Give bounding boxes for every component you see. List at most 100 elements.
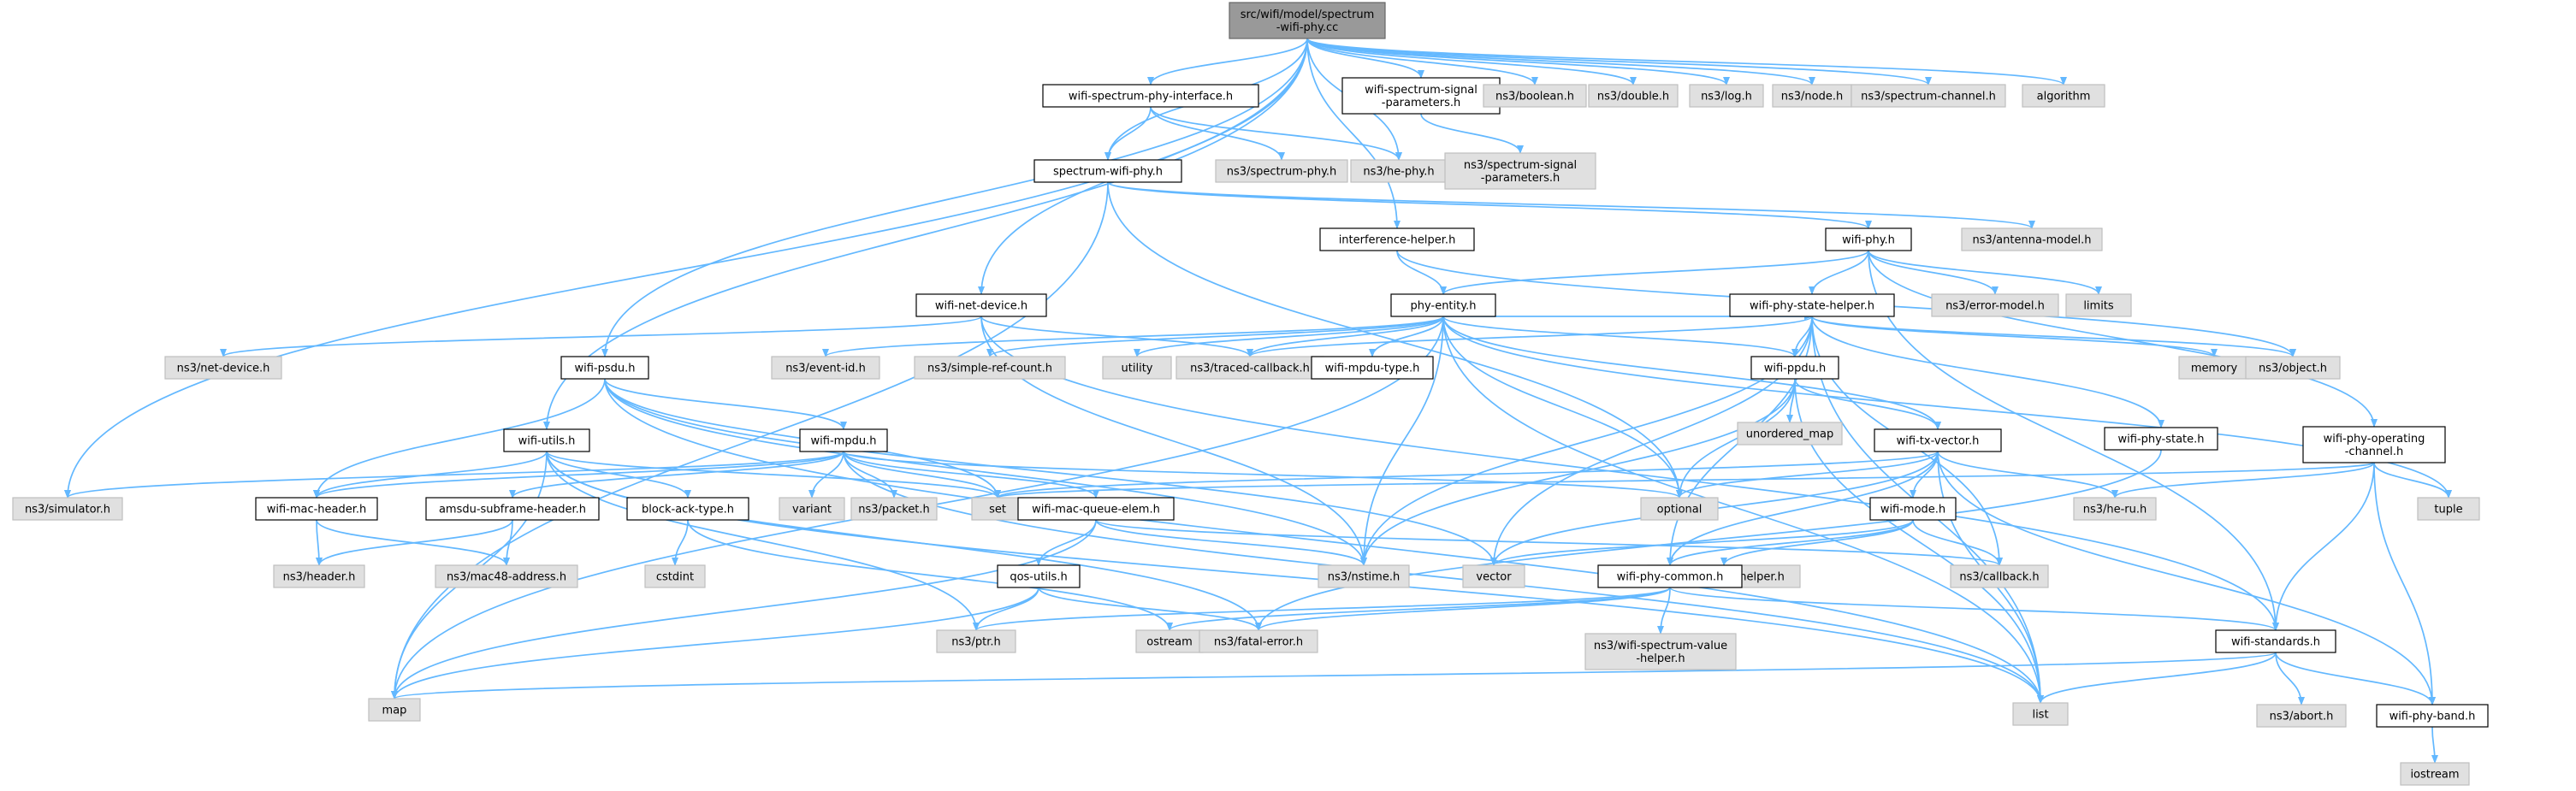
node-label: -parameters.h (1481, 172, 1560, 185)
node-wmh[interactable]: wifi-mac-header.h (255, 497, 378, 521)
edge-root-to-wspi (1147, 38, 1308, 86)
node-wspi[interactable]: wifi-spectrum-phy-interface.h (1042, 84, 1259, 108)
edge-pe-to-evid (822, 316, 1444, 357)
edge-amsdu-to-hdr (316, 519, 513, 566)
node-label: wifi-phy-common.h (1617, 571, 1724, 584)
node-wmqe[interactable]: wifi-mac-queue-elem.h (1017, 497, 1175, 521)
node-label: set (989, 504, 1006, 517)
node-wphy[interactable]: wifi-phy.h (1825, 227, 1912, 251)
node-box (2245, 356, 2341, 380)
edge-pe-to-wtxv (1442, 316, 1941, 430)
node-label: ns3/spectrum-phy.h (1227, 166, 1337, 179)
edge-wmode-to-attrh (1720, 519, 1914, 566)
edge-wtxv-to-wpb (1937, 451, 2436, 705)
node-label: spectrum-wifi-phy.h (1053, 166, 1163, 179)
node-hdr: ns3/header.h (273, 564, 365, 588)
node-box (2256, 704, 2347, 728)
node-label: wifi-ppdu.h (1764, 363, 1827, 375)
node-amsdu[interactable]: amsdu-subframe-header.h (425, 497, 600, 521)
node-label: ns3/net-device.h (177, 363, 270, 375)
edge-wpoc-to-tuple (2373, 462, 2452, 499)
node-wpst[interactable]: wifi-phy-state.h (2104, 427, 2218, 451)
node-label: ns3/double.h (1597, 91, 1669, 103)
node-box (1390, 293, 1496, 317)
node-label: ns3/simple-ref-count.h (927, 363, 1052, 375)
node-label: cstdint (656, 571, 694, 584)
node-sim: ns3/simulator.h (12, 497, 123, 521)
edge-root-to-log (1306, 38, 1730, 86)
node-box (850, 497, 938, 521)
node-wpsd[interactable]: wifi-psdu.h (560, 356, 649, 380)
node-box (1640, 497, 1719, 521)
node-wnd[interactable]: wifi-net-device.h (915, 293, 1047, 317)
node-box (1319, 227, 1475, 251)
node-wutil[interactable]: wifi-utils.h (503, 428, 590, 452)
node-wmt[interactable]: wifi-mpdu-type.h (1311, 356, 1434, 380)
node-box (164, 356, 282, 380)
node-opt: optional (1640, 497, 1719, 521)
edge-wpsh-to-tcb (1247, 316, 1813, 357)
node-wssp[interactable]: wifi-spectrum-signal-parameters.h (1341, 77, 1501, 115)
edge-wmpdu-to-opt (843, 451, 1683, 499)
node-bat[interactable]: block-ack-type.h (626, 497, 749, 521)
node-wsvh: ns3/wifi-spectrum-value-helper.h (1584, 633, 1737, 670)
node-swp[interactable]: spectrum-wifi-phy.h (1033, 159, 1182, 183)
edge-wmqe-to-map (391, 519, 1097, 700)
node-box (1931, 293, 2059, 317)
edge-qos-to-ptr (973, 587, 1039, 631)
node-label: wifi-utils.h (518, 435, 576, 448)
edge-ih-to-pe (1396, 250, 1447, 295)
node-box (1199, 629, 1318, 653)
node-list: list (2012, 702, 2069, 726)
node-label: wifi-mac-queue-elem.h (1032, 504, 1160, 517)
node-label: phy-entity.h (1411, 300, 1477, 313)
node-box (2400, 762, 2470, 786)
node-pe[interactable]: phy-entity.h (1390, 293, 1496, 317)
node-wmode[interactable]: wifi-mode.h (1869, 497, 1957, 521)
edge-wpc-to-fatal (1255, 587, 1671, 631)
node-wtxv[interactable]: wifi-tx-vector.h (1874, 428, 2002, 452)
node-obj: ns3/object.h (2245, 356, 2341, 380)
node-limits: limits (2065, 293, 2132, 317)
node-wpsh[interactable]: wifi-phy-state-helper.h (1729, 293, 1895, 317)
node-wppdu[interactable]: wifi-ppdu.h (1750, 356, 1839, 380)
edge-qos-to-map (391, 587, 1039, 700)
node-wstd[interactable]: wifi-standards.h (2215, 629, 2336, 653)
node-qos[interactable]: qos-utils.h (997, 564, 1081, 588)
node-label: wifi-phy-state-helper.h (1750, 300, 1874, 313)
edge-wmqe-to-nstime (1095, 519, 1367, 566)
edge-wpc-to-ostream (1166, 587, 1671, 631)
edge-pe-to-src (986, 316, 1444, 357)
edge-wmpdu-to-wmh (313, 451, 844, 499)
node-box (626, 497, 749, 521)
edge-wstd-to-list (2037, 652, 2277, 704)
node-ostream: ostream (1135, 629, 1204, 653)
node-vector: vector (1462, 564, 1525, 588)
node-wmpdu[interactable]: wifi-mpdu.h (799, 428, 888, 452)
node-label: ns3/simulator.h (25, 504, 110, 517)
node-box (2073, 497, 2157, 521)
node-box (914, 356, 1066, 380)
node-label: unordered_map (1746, 428, 1834, 441)
node-box (1772, 84, 1852, 108)
edge-wtxv-to-opt (1676, 451, 1939, 499)
node-label: interference-helper.h (1339, 234, 1456, 247)
node-label: memory (2191, 363, 2238, 375)
node-label: ns3/antenna-model.h (1973, 234, 2092, 247)
node-box (1689, 84, 1764, 108)
node-label: ns3/mac48-address.h (447, 571, 566, 584)
node-box (2178, 356, 2250, 380)
node-label: ns3/he-ru.h (2083, 504, 2147, 517)
node-wpoc[interactable]: wifi-phy-operating-channel.h (2302, 426, 2446, 463)
edge-root-to-spch (1306, 38, 1932, 86)
edge-wppdu-to-wtxv (1794, 378, 1941, 430)
node-evid: ns3/event-id.h (771, 356, 880, 380)
node-root[interactable]: src/wifi/model/spectrum-wifi-phy.cc (1229, 2, 1386, 39)
edge-wpst-to-fatal (1255, 449, 2162, 631)
node-label: wifi-standards.h (2231, 636, 2320, 649)
node-box (1102, 356, 1172, 380)
node-ih[interactable]: interference-helper.h (1319, 227, 1475, 251)
node-wpb[interactable]: wifi-phy-band.h (2376, 704, 2489, 728)
node-wpc[interactable]: wifi-phy-common.h (1597, 564, 1743, 588)
node-label: block-ack-type.h (642, 504, 734, 517)
